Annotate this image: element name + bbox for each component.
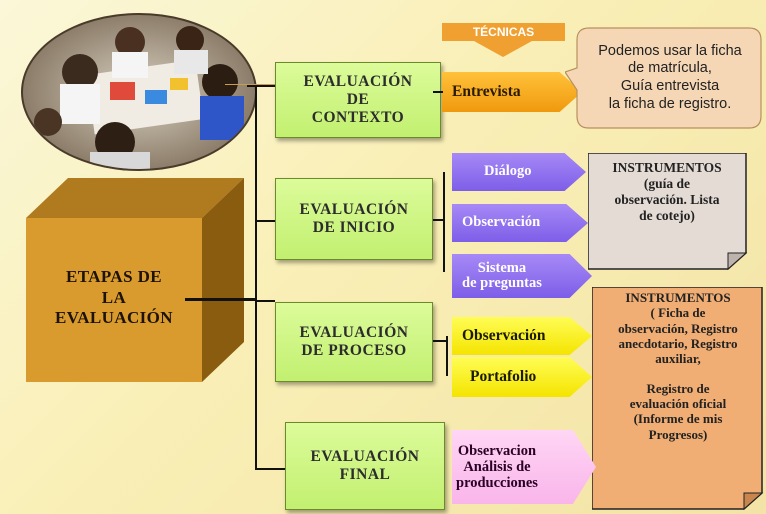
note-proceso-line: Progresos) — [648, 426, 708, 442]
stage-proceso-line2: DE PROCESO — [301, 342, 407, 359]
tecnicas-banner: TÉCNICAS — [442, 23, 565, 57]
stage-inicio: EVALUACIÓN DE INICIO — [275, 178, 433, 260]
note-proceso-shape — [592, 287, 764, 511]
connector — [255, 300, 275, 302]
note-proceso-line: Registro de — [646, 380, 710, 396]
stages-cube — [26, 178, 244, 382]
stage-proceso: EVALUACIÓN DE PROCESO — [275, 302, 433, 382]
stage-inicio-line2: DE INICIO — [312, 219, 396, 236]
technique-sistema-preguntas: Sistema de preguntas — [452, 254, 592, 298]
technique-entrevista: Entrevista — [442, 72, 582, 112]
stage-final-line1: EVALUACIÓN — [310, 447, 420, 465]
note-proceso-line: anecdotario, Registro — [618, 335, 738, 351]
cube-label: ETAPAS DE LA EVALUACIÓN — [26, 218, 202, 378]
technique-entrevista-label: Entrevista — [452, 82, 521, 100]
note-proceso-line: observación, Registro — [618, 320, 738, 336]
connector — [433, 219, 445, 221]
stage-inicio-line1: EVALUACIÓN — [299, 200, 409, 218]
note-contexto-line: Guía entrevista — [620, 78, 720, 94]
connector — [433, 340, 447, 342]
technique-portafolio-label: Portafolio — [470, 367, 537, 385]
stage-final-line2: FINAL — [339, 466, 391, 483]
cube-label-line3: EVALUACIÓN — [55, 308, 173, 328]
connector — [255, 220, 275, 222]
note-inicio-line: (guía de — [643, 175, 691, 191]
technique-final: Observacion Análisis de producciones — [452, 430, 596, 504]
technique-preguntas-label: de preguntas — [462, 275, 542, 291]
note-inicio-line: de cotejo) — [639, 207, 695, 223]
technique-dialogo-label: Diálogo — [484, 163, 532, 180]
technique-final-line: Análisis de — [463, 458, 531, 475]
note-contexto-line: de matrícula, — [628, 60, 712, 77]
classroom-photo — [21, 13, 257, 171]
note-inicio-line: observación. Lista — [614, 191, 720, 207]
note-inicio-title: INSTRUMENTOS — [612, 160, 722, 175]
note-contexto-shape — [565, 27, 762, 129]
stage-contexto-line3: CONTEXTO — [311, 109, 405, 127]
note-contexto-line: la ficha de registro. — [608, 95, 732, 112]
connector — [433, 91, 443, 93]
cube-label-line2: LA — [101, 287, 127, 307]
technique-sistema-label: Sistema — [477, 259, 527, 276]
stage-contexto: EVALUACIÓN DE CONTEXTO — [275, 62, 441, 138]
connector — [255, 468, 285, 470]
technique-observacion-proceso: Observación — [452, 317, 592, 355]
technique-final-line: Observacion — [457, 442, 537, 459]
note-proceso-line: (Informe de mis — [633, 411, 723, 427]
note-proceso: INSTRUMENTOS ( Ficha de observación, Reg… — [596, 290, 760, 490]
stage-contexto-line2: DE — [346, 90, 370, 108]
note-proceso-title: INSTRUMENTOS — [625, 290, 731, 305]
connector — [443, 172, 445, 272]
note-inicio-shape — [588, 153, 748, 271]
technique-observacion-proceso-label: Observación — [462, 326, 546, 344]
stage-proceso-line1: EVALUACIÓN — [299, 323, 409, 341]
technique-observacion-inicio-label: Observación — [462, 214, 541, 231]
stage-contexto-line1: EVALUACIÓN — [303, 72, 413, 90]
note-proceso-line: auxiliar, — [655, 351, 701, 367]
photo-connector — [225, 84, 275, 85]
connector — [247, 85, 275, 87]
connector — [446, 336, 448, 376]
tecnicas-label: TÉCNICAS — [472, 25, 535, 39]
note-proceso-line: evaluación oficial — [629, 395, 727, 411]
technique-observacion-inicio: Observación — [452, 204, 588, 242]
technique-dialogo: Diálogo — [452, 153, 586, 191]
connector-vertical — [255, 86, 257, 470]
connector — [185, 298, 257, 301]
note-inicio: INSTRUMENTOS (guía de observación. Lista… — [592, 160, 742, 256]
stage-final: EVALUACIÓN FINAL — [285, 422, 445, 510]
technique-portafolio: Portafolio — [452, 357, 592, 397]
note-contexto: Podemos usar la ficha de matrícula, Guía… — [578, 32, 762, 124]
cube-label-line1: ETAPAS DE — [65, 266, 162, 286]
note-contexto-line: Podemos usar la ficha — [598, 42, 742, 59]
note-proceso-line: ( Ficha de — [650, 305, 706, 321]
technique-final-line: producciones — [456, 475, 538, 492]
